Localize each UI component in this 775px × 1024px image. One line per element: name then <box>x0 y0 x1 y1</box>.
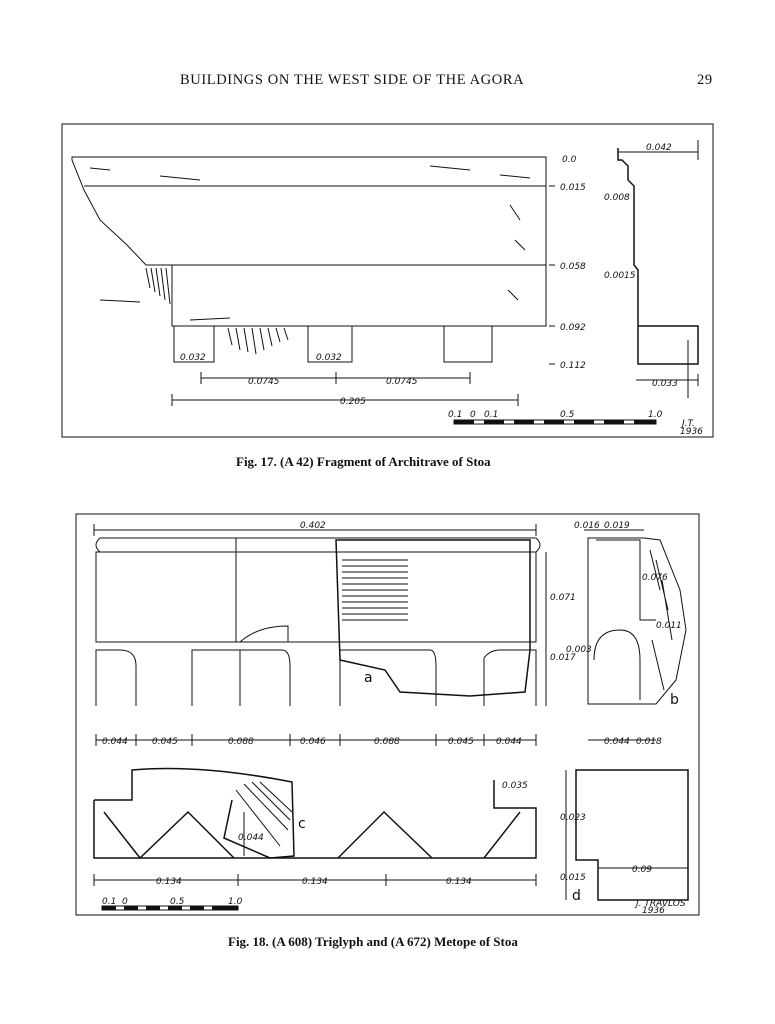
gutta-1 <box>173 326 215 363</box>
page-number: 29 <box>697 72 713 88</box>
fig17-signature: J.T. <box>680 419 695 429</box>
fragment-a <box>335 539 531 697</box>
plan-c-width-3: 0.134 <box>446 877 472 887</box>
scale17-tick-1: 0 <box>470 410 476 420</box>
scale18-tick-1: 0 <box>122 897 128 907</box>
height-label-3: 0.092 <box>560 323 586 333</box>
spacing-label-1: 0.0745 <box>248 377 280 387</box>
gutta-width-1: 0.032 <box>180 353 206 363</box>
height-label-4: 0.112 <box>560 361 586 371</box>
metope-d-width: 0.09 <box>632 865 652 875</box>
plan-c-hatch <box>235 781 293 847</box>
dim-lines-17 <box>171 372 519 406</box>
section-b-top-b: 0.019 <box>604 521 630 531</box>
fig18-caption: Fig. 18. (A 608) Triglyph and (A 672) Me… <box>228 934 518 949</box>
plan-c-outline <box>93 780 537 859</box>
profile-top-label: 0.042 <box>646 143 672 153</box>
scale18-tick-3: 1.0 <box>228 897 243 907</box>
height-label-1: 0.015 <box>560 183 586 193</box>
gutta-3 <box>443 326 493 363</box>
surface-marks <box>89 165 531 321</box>
plan-c-depth: 0.044 <box>238 833 264 843</box>
running-title: BUILDINGS ON THE WEST SIDE OF THE AGORA <box>180 72 525 88</box>
glyph-width-1: 0.044 <box>102 737 128 747</box>
section-b-bottom-b: 0.018 <box>636 737 662 747</box>
section-b-bottom-a: 0.044 <box>604 737 630 747</box>
height-ticks <box>549 185 555 365</box>
section-b-stipple <box>649 549 673 691</box>
spacing-label-2: 0.0745 <box>386 377 418 387</box>
scale-bar-18 <box>101 905 239 911</box>
glyph-dim-line <box>95 734 537 746</box>
plan-c-dims <box>93 812 537 886</box>
total-width-label: 0.205 <box>340 397 366 407</box>
metope-d-dims <box>565 770 688 900</box>
fragment-a-hatch <box>342 559 408 621</box>
scale18-tick-0: 0.1 <box>102 897 116 907</box>
glyph-width-6: 0.045 <box>448 737 474 747</box>
fig18-drawing: 0.402 0.071 0.017 0.044 0.045 0.088 0.04… <box>75 513 700 916</box>
label-c: c <box>298 816 306 832</box>
side-height-2: 0.017 <box>550 653 576 663</box>
label-a: a <box>364 670 373 686</box>
scale17-tick-0: 0.1 <box>448 410 462 420</box>
section-b-dims <box>584 529 656 741</box>
section-b-inner: 0.003 <box>566 645 592 655</box>
glyph-width-5: 0.088 <box>374 737 400 747</box>
profile-middle-label: 0.0015 <box>604 271 636 281</box>
glyph-width-2: 0.045 <box>152 737 178 747</box>
plan-c-corner: 0.035 <box>502 781 528 791</box>
triglyph-chamfer <box>239 625 289 643</box>
fig18-frame <box>75 513 700 916</box>
scale-bar-17 <box>453 419 657 425</box>
plan-c-triangles <box>103 810 521 860</box>
plan-c-width-1: 0.134 <box>156 877 182 887</box>
scale17-tick-4: 1.0 <box>648 410 663 420</box>
fig17-caption: Fig. 17. (A 42) Fragment of Architrave o… <box>236 454 491 469</box>
gutta-width-2: 0.032 <box>316 353 342 363</box>
metope-d-height: 0.023 <box>560 813 586 823</box>
height-label-0: 0.0 <box>562 155 577 165</box>
metope-d <box>575 769 689 901</box>
fig18-year: 1936 <box>642 906 665 916</box>
label-d: d <box>572 888 581 904</box>
glyph-width-3: 0.088 <box>228 737 254 747</box>
profile-dims <box>618 140 699 398</box>
profile-bottom-label: 0.033 <box>652 379 678 389</box>
fig17-drawing: 0.0 0.015 0.058 0.092 0.112 0.032 0.032 … <box>61 123 714 438</box>
hatch-guttae <box>227 327 289 355</box>
section-b <box>587 537 687 705</box>
fig18-signature: J. TRAVLOS <box>634 899 686 909</box>
section-b-step: 0.011 <box>656 621 682 631</box>
plan-c-width-2: 0.134 <box>302 877 328 887</box>
triglyph-block <box>95 551 537 643</box>
scale17-tick-2: 0.1 <box>484 410 498 420</box>
architrave-outline <box>71 156 547 327</box>
label-b: b <box>670 692 679 708</box>
section-b-face: 0.076 <box>642 573 668 583</box>
fig17-frame <box>61 123 714 438</box>
gutta-2 <box>307 326 353 363</box>
hatch-left <box>145 267 171 305</box>
section-b-top-a: 0.016 <box>574 521 600 531</box>
plan-c-fragment <box>94 767 295 859</box>
glyph-width-4: 0.046 <box>300 737 326 747</box>
glyph-width-7: 0.044 <box>496 737 522 747</box>
height-label-2: 0.058 <box>560 262 586 272</box>
fig17-year: 1936 <box>680 427 703 437</box>
side-height-1: 0.071 <box>550 593 576 603</box>
fig18-top-dim <box>93 524 537 536</box>
architrave-profile <box>617 148 699 365</box>
profile-upper-label: 0.008 <box>604 193 630 203</box>
scale18-tick-2: 0.5 <box>170 897 185 907</box>
triglyph-glyphs <box>95 649 537 706</box>
metope-d-low: 0.015 <box>560 873 586 883</box>
top-width-label: 0.402 <box>300 521 326 531</box>
scale17-tick-3: 0.5 <box>560 410 575 420</box>
